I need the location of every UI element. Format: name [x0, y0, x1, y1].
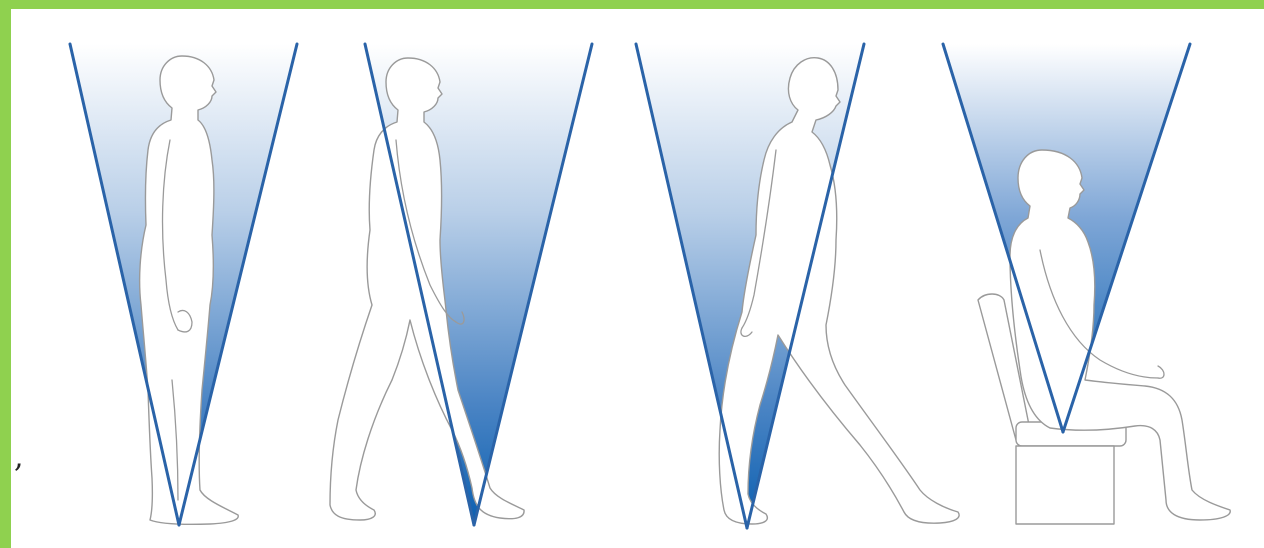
panel-standing — [70, 44, 297, 525]
panel-walking-leaning — [636, 44, 959, 528]
chair-base — [1016, 446, 1114, 524]
panel-seated — [943, 44, 1230, 524]
panel-walking-stride — [330, 44, 592, 525]
